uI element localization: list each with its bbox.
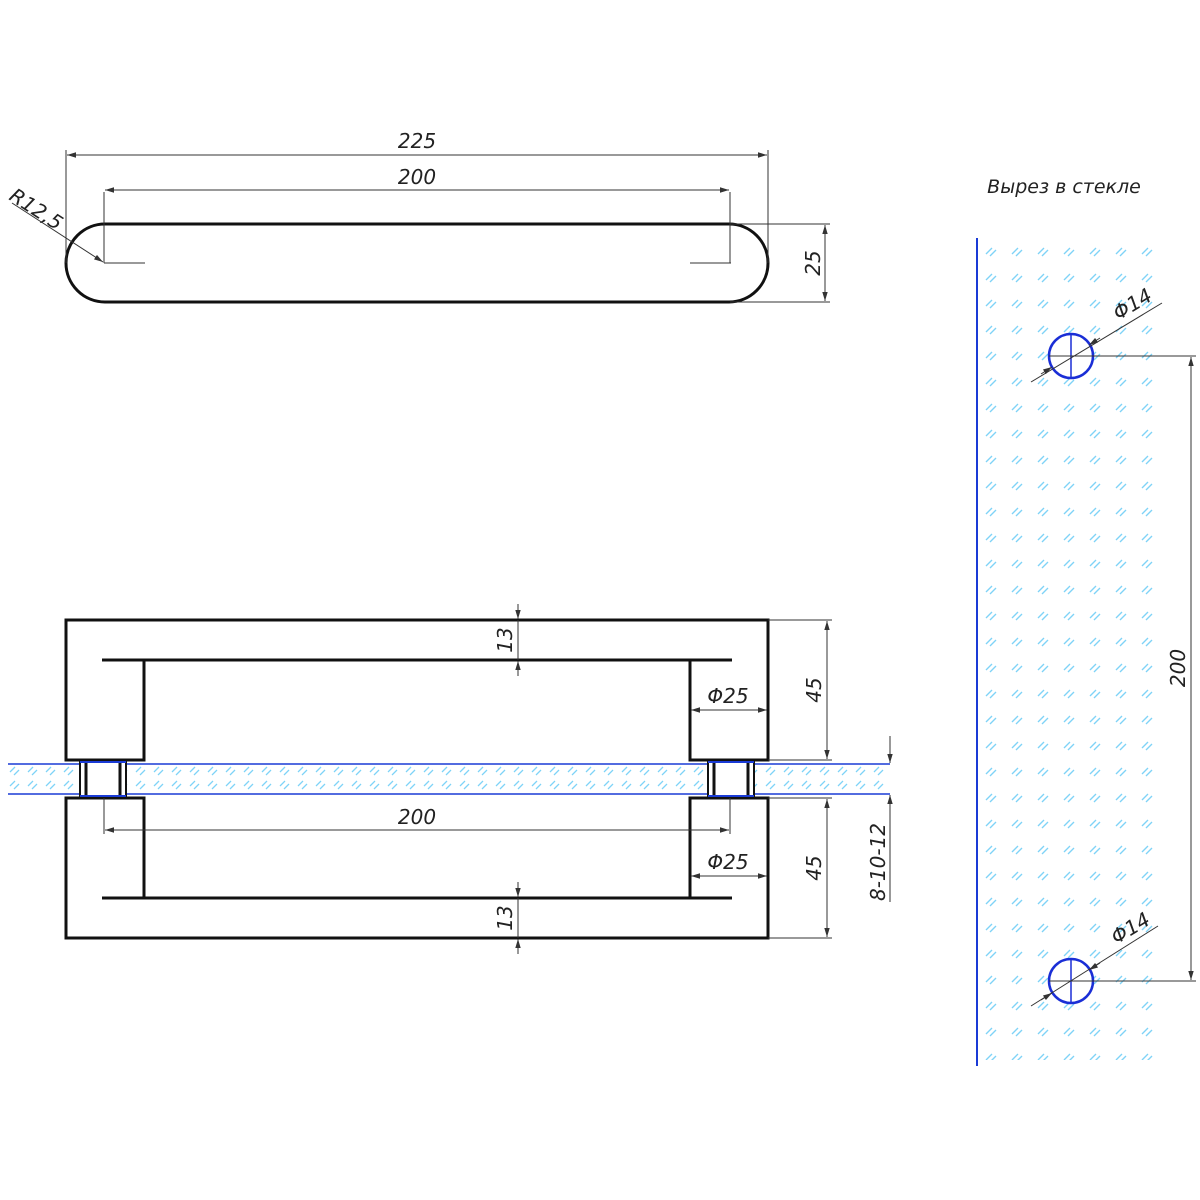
dim-arrow: [1040, 992, 1053, 1001]
side-view: 13 13 Φ25 Φ25 45 45 200 8-10-12: [8, 604, 893, 954]
glass-section: [8, 764, 890, 794]
dimension-bar-thickness-top: 13: [493, 627, 517, 652]
cutout-title: Вырез в стекле: [987, 176, 1141, 198]
dimension-hole-spacing: 200: [1166, 649, 1190, 687]
dimension-leg-height-top: 45: [802, 677, 826, 702]
top-view: 225 200 R12,5 25: [5, 129, 830, 304]
handle-top-outline: [64, 222, 770, 304]
dimension-diameter-top: Φ25: [707, 684, 748, 708]
dimension-center-distance-side: 200: [398, 805, 436, 829]
glass-cutout-view: Вырез в стекле Φ14 Φ14 200: [976, 176, 1196, 1066]
dimension-center-distance: 200: [398, 165, 436, 189]
spacer-right: [707, 759, 755, 799]
spacer-left: [79, 759, 127, 799]
dim-arrow: [1040, 366, 1053, 375]
dimension-glass-thickness: 8-10-12: [866, 823, 890, 901]
dimension-bar-thickness-bottom: 13: [493, 905, 517, 930]
glass-panel: [984, 244, 1162, 1060]
dimension-diameter-bottom: Φ25: [707, 850, 748, 874]
dimension-height: 25: [801, 250, 825, 275]
dimension-overall-length: 225: [398, 129, 436, 153]
dimension-radius: R12,5: [5, 183, 67, 235]
handle-upper-outline: [64, 618, 770, 762]
dim-arrow: [1088, 337, 1101, 346]
radius-leader: [11, 202, 104, 263]
dim-arrow: [1088, 962, 1101, 971]
dimension-leg-height-bottom: 45: [802, 855, 826, 880]
